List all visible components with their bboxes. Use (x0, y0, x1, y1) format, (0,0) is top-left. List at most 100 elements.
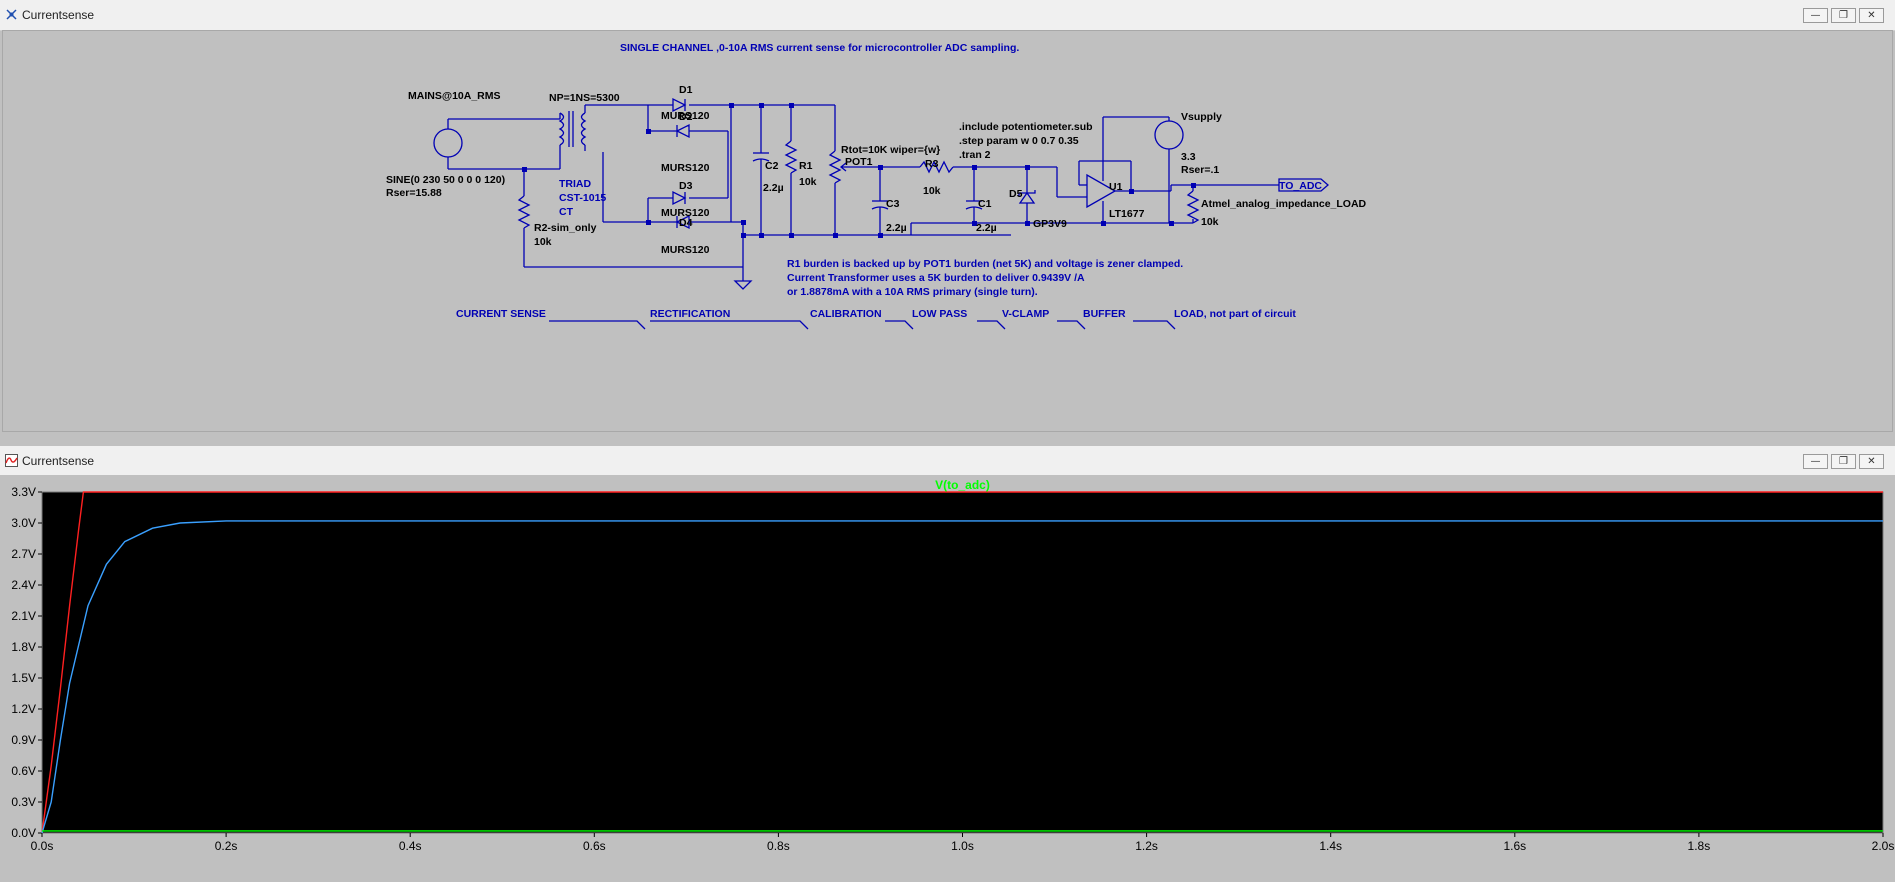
y-tick-label: 1.2V (11, 702, 36, 716)
r2-name: R2-sim_only (534, 222, 597, 234)
x-tick-label: 0.8s (767, 839, 790, 853)
transformer-model-1: TRIAD (559, 178, 591, 190)
x-tick-label: 1.0s (951, 839, 974, 853)
y-tick-label: 0.3V (11, 795, 36, 809)
schematic-app-icon (6, 9, 17, 20)
c3-value: 2.2µ (886, 222, 907, 234)
r1-value: 10k (799, 176, 817, 188)
output-label: TO_ADC (1279, 180, 1322, 192)
close-button[interactable]: ✕ (1859, 454, 1884, 469)
series-line-0 (41, 491, 1883, 834)
waveform-app-icon (5, 454, 18, 467)
y-tick-label: 3.0V (11, 516, 36, 530)
minimize-button[interactable]: — (1803, 454, 1828, 469)
schematic-wires (433, 97, 1329, 330)
y-tick-label: 3.3V (11, 485, 36, 499)
waveform-chart[interactable]: 0.0V 0.3V 0.6V 0.9V 1.2V 1.5V 1.8V 2.1V 2.4V 2.7V… (0, 475, 1895, 877)
transformer-model-2: CST-1015 (559, 192, 606, 204)
d5-model: GP3V9 (1033, 218, 1067, 230)
y-tick-label: 2.4V (11, 578, 36, 592)
stage-current-sense: CURRENT SENSE (456, 308, 546, 320)
d3-model: MURS120 (661, 207, 710, 219)
y-tick-label: 1.5V (11, 671, 36, 685)
schematic-junctions (522, 103, 1196, 238)
load-name: Atmel_analog_impedance_LOAD (1201, 198, 1367, 210)
chart-title: V(to_adc) (935, 478, 990, 492)
d4-name: D4 (679, 217, 693, 229)
d5-name: D5 (1009, 188, 1023, 200)
minimize-button[interactable]: — (1803, 8, 1828, 23)
x-tick-label: 1.8s (1688, 839, 1711, 853)
note-1: R1 burden is backed up by POT1 burden (n… (787, 258, 1183, 270)
directive-1: .include potentiometer.sub (959, 121, 1093, 133)
stage-calibration: CALIBRATION (810, 308, 882, 320)
x-tick-label: 2.0s (1872, 839, 1895, 853)
stage-v-clamp: V-CLAMP (1002, 308, 1049, 320)
d1-model: MURS120 (661, 110, 710, 122)
source-rser: Rser=15.88 (386, 187, 442, 199)
schematic-window-title: Currentsense (22, 8, 95, 22)
d2-name: D2 (679, 111, 693, 123)
x-tick-label: 0.0s (31, 839, 54, 853)
stage-rectification: RECTIFICATION (650, 308, 730, 320)
pot-param: Rtot=10K wiper={w} (841, 144, 940, 156)
title-note: SINGLE CHANNEL ,0-10A RMS current sense … (620, 42, 1019, 54)
r2-value: 10k (534, 236, 552, 248)
transformer-model-3: CT (559, 206, 574, 218)
waveform-window: Currentsense — ❐ ✕ 0.0V 0.3V 0.6V 0.9V 1.2V 1… (0, 446, 1895, 877)
series-line-1 (41, 520, 1883, 834)
opamp-model: LT1677 (1109, 208, 1145, 220)
waveform-plot-area[interactable]: 0.0V 0.3V 0.6V 0.9V 1.2V 1.5V 1.8V 2.1V 2.4V 2.7V… (0, 475, 1895, 877)
x-tick-label: 1.6s (1503, 839, 1526, 853)
note-3: or 1.8878mA with a 10A RMS primary (sing… (787, 286, 1038, 298)
schematic-window: Currentsense — ❐ ✕ (0, 0, 1895, 437)
component-labels: SINGLE CHANNEL ,0-10A RMS current sense … (386, 42, 1367, 320)
close-button[interactable]: ✕ (1859, 8, 1884, 23)
x-tick-label: 0.4s (399, 839, 422, 853)
restore-button[interactable]: ❐ (1831, 8, 1856, 23)
restore-button[interactable]: ❐ (1831, 454, 1856, 469)
d2-model: MURS120 (661, 162, 710, 174)
y-tick-label: 0.9V (11, 733, 36, 747)
schematic-titlebar[interactable]: Currentsense — ❐ ✕ (0, 0, 1895, 31)
stage-buffer: BUFFER (1083, 308, 1126, 320)
y-tick-label: 0.6V (11, 764, 36, 778)
pot-name: POT1 (845, 156, 873, 168)
stage-low-pass: LOW PASS (912, 308, 967, 320)
x-tick-label: 0.2s (215, 839, 238, 853)
directive-2: .step param w 0 0.7 0.35 (959, 135, 1079, 147)
plot-background (41, 491, 1884, 834)
load-value: 10k (1201, 216, 1219, 228)
vsupply-name: Vsupply (1181, 111, 1222, 123)
transformer-ratio: NP=1NS=5300 (549, 92, 620, 104)
d1-name: D1 (679, 84, 693, 96)
source-value: SINE(0 230 50 0 0 0 120) (386, 174, 505, 186)
c1-value: 2.2µ (976, 222, 997, 234)
d4-model: MURS120 (661, 244, 710, 256)
c1-name: C1 (978, 198, 992, 210)
x-tick-label: 1.2s (1135, 839, 1158, 853)
source-name: MAINS@10A_RMS (408, 90, 501, 102)
c2-name: C2 (765, 160, 779, 172)
vsupply-value: 3.3 (1181, 151, 1196, 163)
waveform-titlebar[interactable]: Currentsense — ❐ ✕ (0, 446, 1895, 477)
waveform-window-title: Currentsense (22, 454, 95, 468)
opamp-name: U1 (1109, 181, 1123, 193)
schematic-canvas[interactable]: SINGLE CHANNEL ,0-10A RMS current sense … (2, 30, 1893, 432)
y-tick-label: 2.1V (11, 609, 36, 623)
x-tick-label: 0.6s (583, 839, 606, 853)
stage-load: LOAD, not part of circuit (1174, 308, 1296, 320)
r1-name: R1 (799, 160, 813, 172)
x-tick-label: 1.4s (1319, 839, 1342, 853)
y-tick-label: 2.7V (11, 547, 36, 561)
d3-name: D3 (679, 180, 693, 192)
r3-name: R3 (925, 158, 939, 170)
c2-value: 2.2µ (763, 182, 784, 194)
y-tick-label: 1.8V (11, 640, 36, 654)
y-tick-label: 0.0V (11, 826, 36, 840)
schematic-drawing: SINGLE CHANNEL ,0-10A RMS current sense … (386, 42, 1367, 330)
vsupply-rser: Rser=.1 (1181, 164, 1219, 176)
r3-value: 10k (923, 185, 941, 197)
note-2: Current Transformer uses a 5K burden to … (787, 272, 1085, 284)
directive-3: .tran 2 (959, 149, 991, 161)
